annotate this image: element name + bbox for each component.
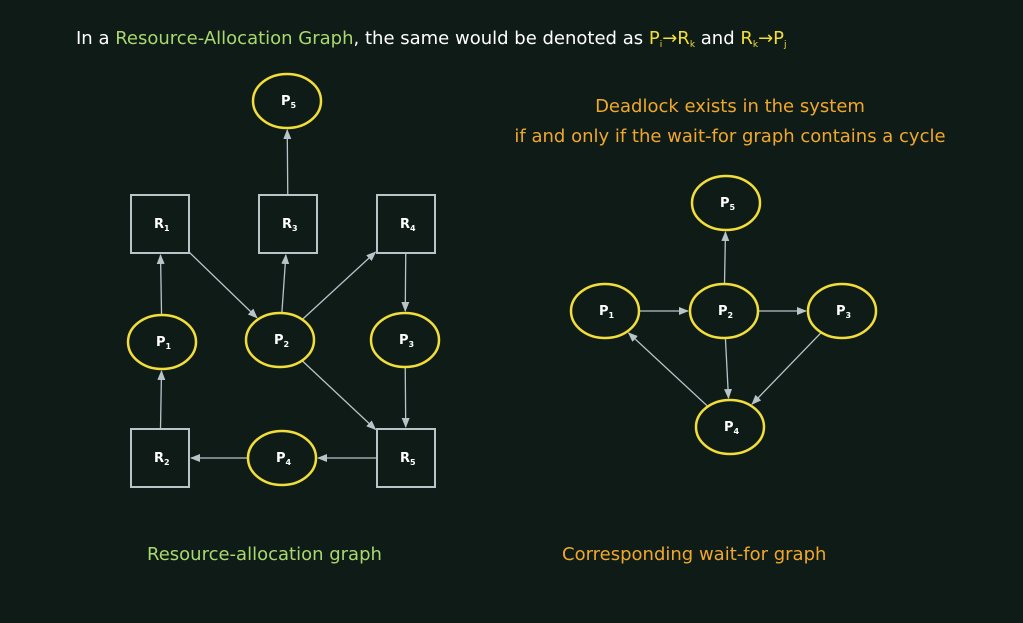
wfg-process-p2-label: P2 (718, 304, 733, 320)
caption-resource-allocation: Resource-allocation graph (147, 544, 382, 565)
header-highlight: Resource-Allocation Graph (115, 28, 354, 49)
rag-resource-r4 (376, 194, 436, 254)
rag-edge-p2-to-r4 (302, 251, 377, 320)
rag-resource-r2 (130, 428, 190, 488)
rag-resource-r5 (376, 428, 436, 488)
header-prefix: In a (76, 28, 116, 49)
wfg-process-p5 (690, 174, 762, 232)
wfg-edge-p4-to-p1 (627, 332, 708, 407)
rag-process-p2 (244, 311, 316, 369)
deadlock-line-1: Deadlock exists in the system (595, 96, 865, 117)
rag-resource-r2-label: R2 (154, 451, 170, 467)
rag-process-p1-label: P1 (156, 335, 172, 351)
rag-process-p1 (126, 313, 198, 371)
wfg-process-p4-label: P4 (724, 420, 740, 436)
rag-resource-r1 (130, 194, 190, 254)
rag-edge-r3-to-p5 (283, 128, 292, 195)
rag-resource-r1-label: R1 (154, 217, 170, 233)
wfg-process-p3 (806, 282, 878, 340)
rag-edge-r2-to-p1 (157, 369, 166, 429)
wfg-process-p2 (688, 282, 760, 340)
caption-wait-for: Corresponding wait-for graph (562, 544, 827, 565)
wfg-process-p1 (569, 282, 641, 340)
header-statement: In a Resource-Allocation Graph, the same… (76, 28, 787, 50)
rag-resource-r3-label: R3 (282, 217, 298, 233)
header-edge1: Pi→Rk (648, 28, 696, 50)
deadlock-line-2: if and only if the wait-for graph contai… (514, 126, 946, 147)
wfg-edge-p2-to-p5 (721, 230, 730, 284)
rag-edge-p3-to-r5 (401, 367, 410, 429)
rag-edge-p1-to-r1 (156, 253, 165, 315)
wfg-edge-p2-to-p4 (724, 338, 733, 400)
rag-process-p5 (251, 72, 323, 130)
wfg-edge-p3-to-p4 (751, 332, 822, 405)
rag-process-p4 (246, 429, 318, 487)
wfg-process-p3-label: P3 (836, 304, 851, 320)
rag-resource-r4-label: R4 (400, 217, 416, 233)
rag-resource-r5-label: R5 (400, 451, 416, 467)
rag-process-p2-label: P2 (274, 333, 289, 349)
rag-edge-p2-to-r5 (302, 360, 377, 431)
header-edge2: Rk→Pj (740, 28, 787, 50)
rag-process-p4-label: P4 (276, 451, 292, 467)
header-middle: , the same would be denoted as (353, 28, 649, 49)
rag-edge-r1-to-p2 (189, 252, 258, 319)
rag-process-p3-label: P3 (399, 333, 414, 349)
rag-edge-p2-to-r3 (281, 253, 290, 313)
wfg-process-p4 (694, 398, 766, 456)
header-and: and (695, 28, 741, 49)
rag-process-p5-label: P5 (281, 94, 297, 110)
wfg-process-p5-label: P5 (720, 196, 736, 212)
rag-resource-r3 (258, 194, 318, 254)
deadlock-statement: Deadlock exists in the system if and onl… (460, 92, 1000, 152)
rag-process-p3 (369, 311, 441, 369)
wfg-process-p1-label: P1 (599, 304, 615, 320)
